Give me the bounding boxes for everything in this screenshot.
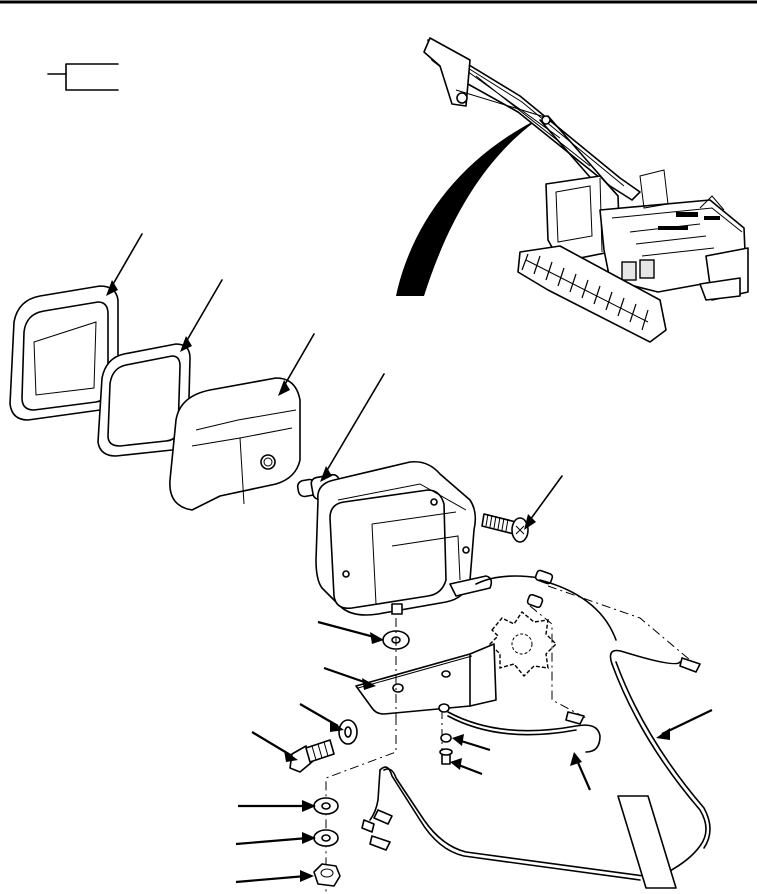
- location-pointer: [396, 118, 540, 296]
- outer-gasket: [9, 233, 143, 421]
- flat-washer: [317, 620, 410, 650]
- terminal-washer: [440, 733, 491, 752]
- terminal-lock-washer: [235, 829, 339, 847]
- screw: [481, 475, 563, 543]
- connectors: [361, 569, 701, 851]
- lockwasher: [489, 610, 557, 678]
- mounting-bracket: [323, 643, 497, 715]
- bolt: [251, 731, 335, 773]
- wire-lead: [570, 752, 592, 791]
- lens: [169, 333, 315, 511]
- housing: [315, 460, 493, 616]
- terminal-screw: [439, 748, 483, 776]
- hex-nut: [235, 863, 341, 887]
- harness: [369, 649, 713, 889]
- lock-washer: [238, 797, 339, 815]
- excavator-overview: [423, 37, 749, 343]
- ground-terminal: [438, 703, 601, 753]
- nut-washer: [299, 703, 358, 745]
- bracket-symbol: [47, 63, 119, 91]
